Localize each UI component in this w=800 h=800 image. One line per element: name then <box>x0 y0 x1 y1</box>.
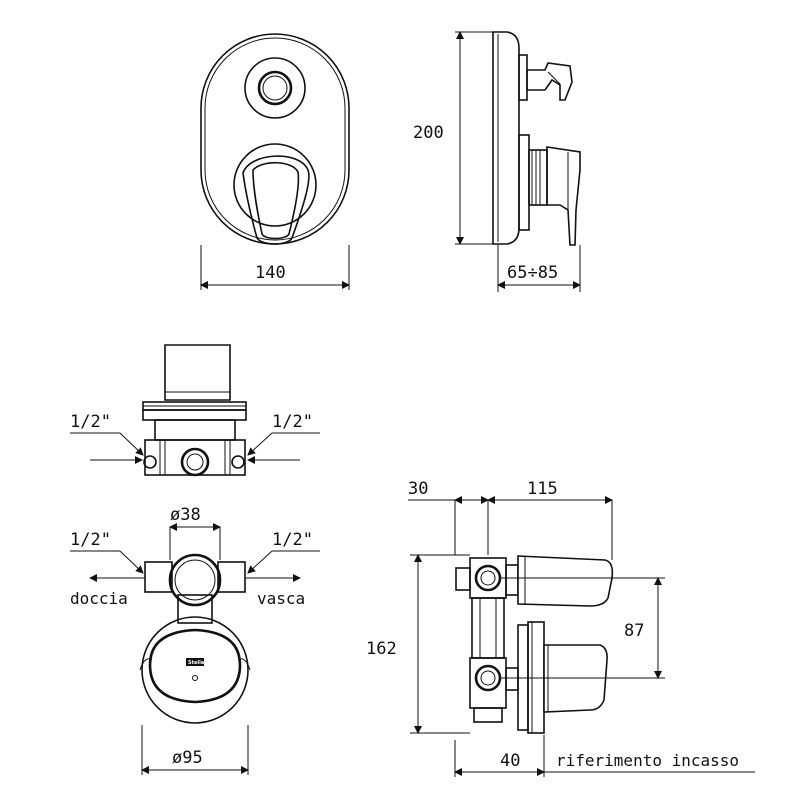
lever-side <box>518 134 581 246</box>
dim-section-offset: 30 <box>408 479 428 499</box>
front-plate <box>200 33 350 245</box>
label-outlet-vasca: vasca <box>257 589 305 608</box>
label-connection-top-right: 1/2" <box>272 412 313 432</box>
dim-body-diameter: ø38 <box>170 505 201 525</box>
body-front-view: ø38 1/2" 1/2" doccia vasca Stella ø95 <box>70 505 320 775</box>
label-outlet-doccia: doccia <box>70 589 128 608</box>
brand-text: Stella <box>188 660 204 666</box>
dim-section-depth: 40 <box>500 751 520 771</box>
dim-front-width: 140 <box>255 263 286 283</box>
wall-plate <box>141 616 249 724</box>
dim-side-depth: 65÷85 <box>507 263 558 283</box>
section-view: 30 115 162 87 <box>366 479 755 777</box>
mixer-lever <box>233 143 317 245</box>
dim-plate-diameter: ø95 <box>172 748 203 768</box>
side-plate <box>492 31 520 245</box>
dim-section-length: 115 <box>527 479 558 499</box>
body-top-view: 1/2" 1/2" <box>70 344 320 477</box>
label-connection-top-left: 1/2" <box>70 412 111 432</box>
label-connection-bottom-left: 1/2" <box>70 530 111 550</box>
dim-side-height: 200 <box>413 123 444 143</box>
dim-section-height: 162 <box>366 639 397 659</box>
shower-holder <box>518 54 573 101</box>
label-connection-bottom-right: 1/2" <box>272 530 313 550</box>
side-view: 200 65÷85 <box>413 31 581 292</box>
diverter-knob <box>244 57 306 119</box>
cap <box>164 344 231 401</box>
brand-badge <box>186 658 204 666</box>
front-view: 140 <box>200 33 350 290</box>
label-reference: riferimento incasso <box>556 751 739 770</box>
dim-section-spacing: 87 <box>624 621 644 641</box>
